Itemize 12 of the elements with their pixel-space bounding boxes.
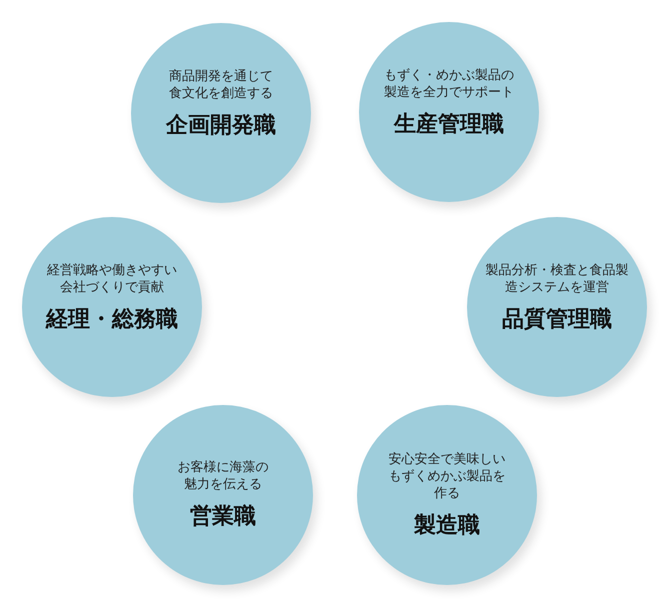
job-description: 商品開発を通じて食文化を創造する xyxy=(168,68,274,102)
job-title: 経理・総務職 xyxy=(46,306,178,334)
job-description: もずく・めかぶ製品の製造を全力でサポート xyxy=(383,67,515,101)
job-description: お客様に海藻の魅力を伝える xyxy=(176,459,270,493)
job-title: 営業職 xyxy=(190,503,256,531)
job-title: 生産管理職 xyxy=(394,111,504,139)
job-title: 企画開発職 xyxy=(166,112,276,140)
job-title: 製造職 xyxy=(414,512,480,540)
job-description: 経営戦略や働きやすい会社づくりで貢献 xyxy=(46,262,178,296)
job-description: 安心安全で美味しいもずくめかぶ製品を作る xyxy=(388,450,506,502)
job-title: 品質管理職 xyxy=(502,306,612,334)
job-description: 製品分析・検査と食品製造システムを運営 xyxy=(484,262,630,296)
